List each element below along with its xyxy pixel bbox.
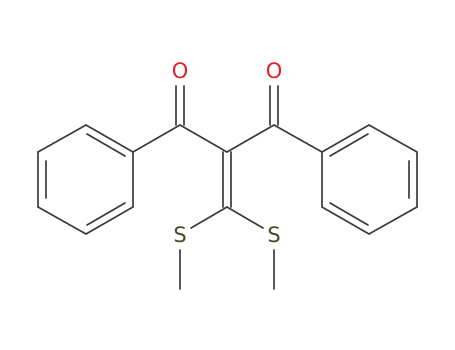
bond: [37, 206, 87, 235]
oxygen-atom-right: O: [266, 59, 283, 83]
sulfur-atom-right: S: [267, 223, 280, 247]
bond: [329, 133, 369, 157]
bond: [368, 124, 418, 153]
bond: [190, 206, 228, 229]
bond: [329, 202, 369, 226]
bond: [86, 202, 126, 226]
left-phenyl-ring: [37, 124, 134, 235]
bond: [85, 206, 134, 235]
bond: [321, 124, 370, 153]
sulfur-atom-left: S: [173, 223, 186, 247]
bond: [368, 206, 418, 235]
bond: [226, 124, 275, 153]
backbone-bonds: [132, 85, 323, 290]
bond: [321, 206, 370, 235]
bond: [226, 206, 264, 229]
bond: [85, 124, 134, 153]
bond: [86, 133, 126, 157]
bond: [132, 124, 181, 153]
oxygen-atom-left: O: [172, 59, 189, 83]
bond: [37, 124, 87, 153]
bond: [273, 124, 323, 153]
bond: [179, 124, 228, 153]
atom-labels: O O S S: [172, 59, 283, 247]
right-phenyl-ring: [321, 124, 418, 235]
